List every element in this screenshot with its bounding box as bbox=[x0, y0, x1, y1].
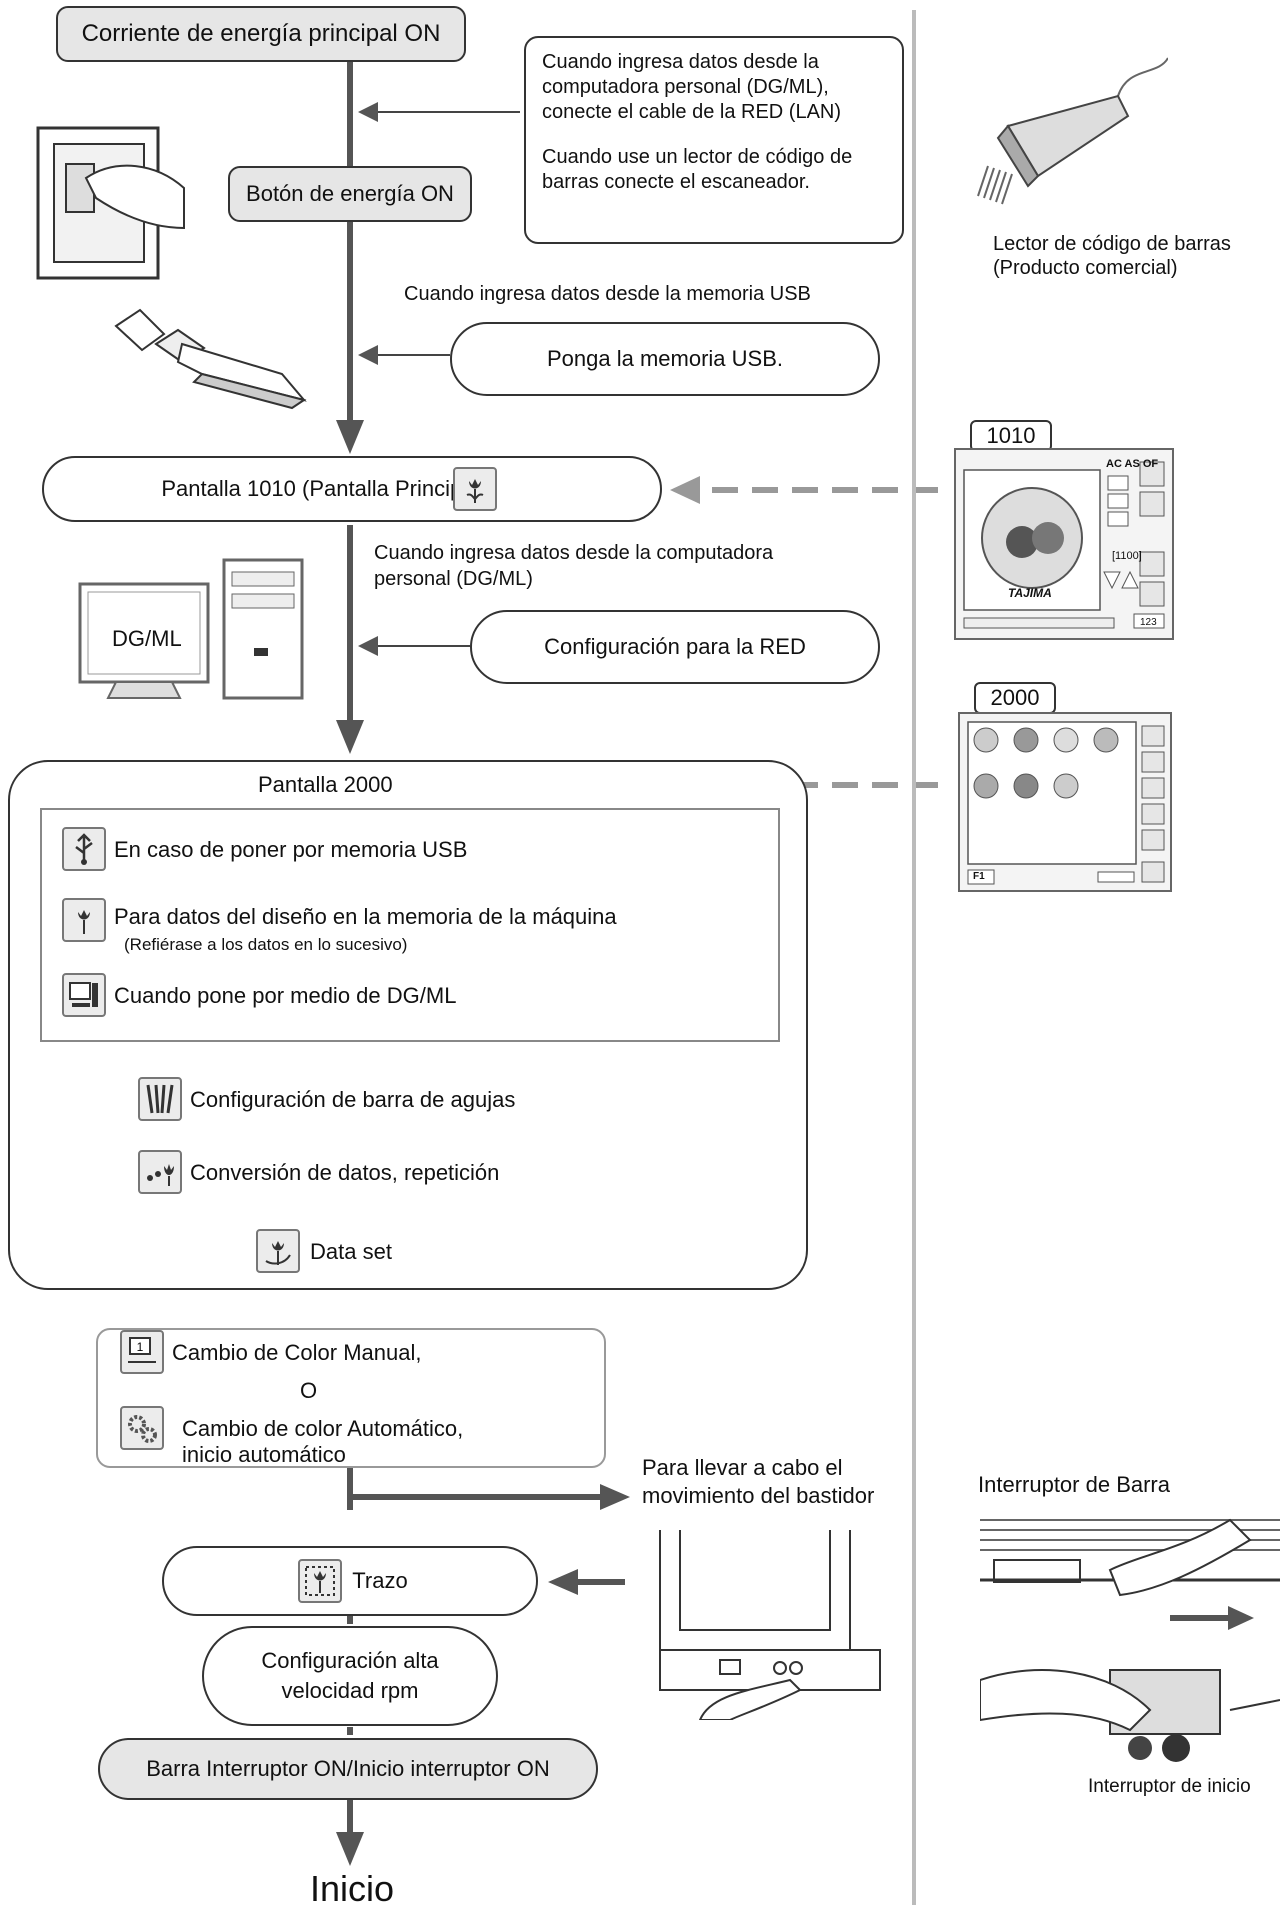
speed-line1: Configuración alta bbox=[261, 1648, 439, 1673]
screen-1010-counter: 123 bbox=[1140, 617, 1157, 628]
barcode-scanner-illustration bbox=[977, 57, 1168, 205]
bar-switch-illustration bbox=[980, 1518, 1280, 1630]
frame-move-line2: movimiento del bastidor bbox=[642, 1483, 875, 1508]
needle-bar-icon bbox=[138, 1077, 182, 1121]
lan-note: Cuando ingresa datos desde la computador… bbox=[524, 36, 904, 244]
option-machine-memory: Para datos del diseño en la memoria de l… bbox=[114, 904, 617, 929]
screen-2000-label: Pantalla 2000 bbox=[258, 772, 393, 797]
color-manual: Cambio de Color Manual, bbox=[172, 1340, 422, 1365]
color-manual-icon: 1 bbox=[120, 1330, 164, 1374]
barcode-line2: (Producto comercial) bbox=[993, 257, 1178, 279]
barcode-note-line1: Cuando use un lector de código de bbox=[542, 146, 853, 168]
network-setup-label: Configuración para la RED bbox=[544, 634, 806, 659]
pc-title: Cuando ingresa datos desde la computador… bbox=[374, 540, 773, 592]
barcode-line1: Lector de código de barras bbox=[993, 233, 1231, 255]
color-auto: Cambio de color Automático, inicio autom… bbox=[182, 1416, 463, 1468]
barcode-caption: Lector de código de barras (Producto com… bbox=[993, 232, 1231, 280]
start-label: Inicio bbox=[310, 1868, 395, 1909]
color-auto-line2: inicio automático bbox=[182, 1442, 346, 1467]
screen-tag-2000-label: 2000 bbox=[990, 685, 1040, 710]
screen-1010-label: Pantalla 1010 (Pantalla Principal) bbox=[161, 476, 487, 501]
usb-stick-illustration bbox=[114, 308, 307, 410]
frame-move-note: Para llevar a cabo el movimiento del bas… bbox=[642, 1454, 874, 1510]
frame-move-line1: Para llevar a cabo el bbox=[642, 1455, 843, 1480]
pc-illustration bbox=[78, 558, 304, 700]
usb-title: Cuando ingresa datos desde la memoria US… bbox=[404, 283, 811, 305]
flower-icon bbox=[62, 898, 106, 942]
screen-1010-preview-art bbox=[963, 461, 1165, 629]
option-usb: En caso de poner por memoria USB bbox=[114, 837, 468, 862]
screen-1010-speed: [1100] bbox=[1112, 550, 1142, 562]
screen-2000-key: F1 bbox=[973, 871, 985, 882]
lan-note-line2: computadora personal (DG/ML), bbox=[542, 76, 829, 98]
network-setup-step: Configuración para la RED bbox=[470, 610, 880, 684]
machine-panel-illustration bbox=[659, 1530, 881, 1720]
power-button-step: Botón de energía ON bbox=[228, 166, 472, 222]
conversion-icon bbox=[138, 1150, 182, 1194]
lan-note-line1: Cuando ingresa datos desde la bbox=[542, 51, 819, 73]
color-change-panel bbox=[96, 1328, 606, 1468]
power-switch-illustration bbox=[36, 126, 185, 280]
option-machine-memory-note: (Refiérase a los datos en lo sucesivo) bbox=[124, 935, 408, 954]
usb-insert-step: Ponga la memoria USB. bbox=[450, 322, 880, 396]
option-data-set: Data set bbox=[310, 1239, 392, 1264]
option-needle-bar: Configuración de barra de agujas bbox=[190, 1087, 516, 1112]
bar-switch-label: Interruptor de Barra bbox=[978, 1472, 1170, 1497]
pc-screen-label: DG/ML bbox=[112, 626, 182, 651]
color-auto-line1: Cambio de color Automático, bbox=[182, 1416, 464, 1441]
switch-on-label: Barra Interruptor ON/Inicio interruptor … bbox=[146, 1756, 550, 1781]
usb-insert-label: Ponga la memoria USB. bbox=[547, 346, 783, 371]
pc-title-line2: personal (DG/ML) bbox=[374, 568, 533, 590]
power-button-label: Botón de energía ON bbox=[246, 181, 454, 206]
gear-icon bbox=[120, 1406, 164, 1450]
barcode-note-line2: barras conecte el escaneador. bbox=[542, 171, 810, 193]
svg-text:1: 1 bbox=[137, 1340, 144, 1354]
start-switch-label: Interruptor de inicio bbox=[1088, 1776, 1251, 1797]
screen-1010-header: AC AS OF bbox=[1106, 458, 1159, 470]
trace-label: Trazo bbox=[352, 1568, 408, 1593]
screen-tag-1010-label: 1010 bbox=[986, 423, 1036, 448]
data-set-icon bbox=[256, 1229, 300, 1273]
data-source-options bbox=[40, 808, 780, 1042]
option-dgml: Cuando pone por medio de DG/ML bbox=[114, 983, 457, 1008]
color-or: O bbox=[300, 1378, 318, 1403]
trace-icon bbox=[298, 1559, 342, 1603]
trace-step: Trazo bbox=[162, 1546, 538, 1616]
usb-icon bbox=[62, 827, 106, 871]
screen-1010-tag: 1010 bbox=[970, 420, 1052, 452]
option-conversion: Conversión de datos, repetición bbox=[190, 1160, 500, 1185]
screen-1010-step: Pantalla 1010 (Pantalla Principal) bbox=[42, 456, 662, 522]
power-main-step: Corriente de energía principal ON bbox=[56, 6, 466, 62]
lan-note-line3: conecte el cable de la RED (LAN) bbox=[542, 101, 842, 123]
flower-icon bbox=[453, 467, 497, 511]
screen-2000-preview-art bbox=[967, 721, 1165, 885]
speed-setting-step: Configuración alta velocidad rpm bbox=[202, 1626, 498, 1726]
pc-title-line1: Cuando ingresa datos desde la computador… bbox=[374, 542, 774, 564]
screen-2000-tag: 2000 bbox=[974, 682, 1056, 714]
computer-icon bbox=[62, 973, 106, 1017]
power-main-label: Corriente de energía principal ON bbox=[81, 20, 441, 47]
start-switch-illustration bbox=[980, 1669, 1280, 1762]
switch-on-step: Barra Interruptor ON/Inicio interruptor … bbox=[98, 1738, 598, 1800]
speed-line2: velocidad rpm bbox=[281, 1678, 419, 1703]
screen-1010-brand: TAJIMA bbox=[1008, 586, 1052, 600]
